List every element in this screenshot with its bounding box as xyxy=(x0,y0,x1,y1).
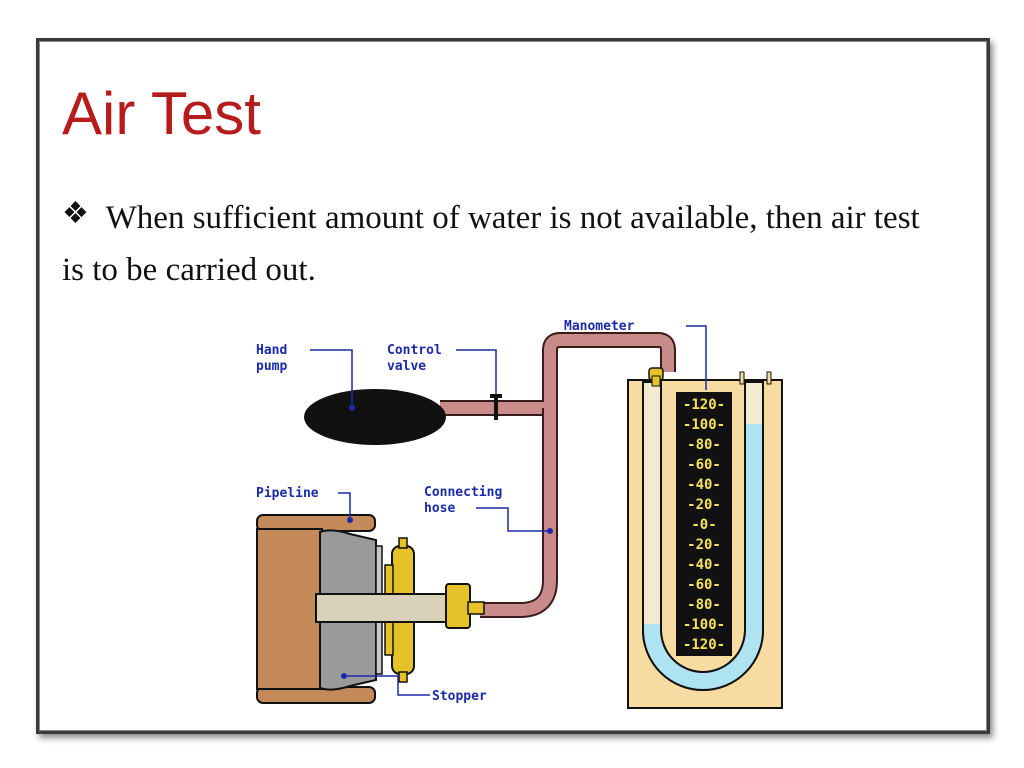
label-pipeline: Pipeline xyxy=(256,486,319,501)
scale-tick-label: -80- xyxy=(687,597,721,613)
scale-tick-label: -40- xyxy=(687,557,721,573)
control-valve-icon xyxy=(490,394,502,420)
bullet-text: When sufficient amount of water is not a… xyxy=(62,200,920,288)
scale-tick-label: -60- xyxy=(687,577,721,593)
scale-tick-label: -40- xyxy=(687,477,721,493)
stopper-shaft xyxy=(315,593,452,623)
label-hand-pump-1: Hand xyxy=(256,343,287,358)
label-control-valve-2: valve xyxy=(387,359,426,374)
scale-tick-label: -80- xyxy=(687,437,721,453)
scale-tick-label: -120- xyxy=(683,397,725,413)
label-connecting-hose-2: hose xyxy=(424,501,455,516)
label-stopper: Stopper xyxy=(432,689,487,704)
label-manometer: Manometer xyxy=(564,319,635,334)
scale-tick-label: -0- xyxy=(691,517,716,533)
manometer xyxy=(627,367,783,709)
scale-tick-label: -20- xyxy=(687,497,721,513)
scale-tick-label: -20- xyxy=(687,537,721,553)
slide-title: Air Test xyxy=(62,80,261,147)
bullet-point: ❖ When sufficient amount of water is not… xyxy=(62,192,942,296)
leader-lines xyxy=(310,325,707,696)
scale-tick-label: -100- xyxy=(683,617,725,633)
pipeline xyxy=(256,514,376,704)
leader-dots xyxy=(341,405,553,679)
label-connecting-hose-1: Connecting xyxy=(424,485,502,500)
hand-pump xyxy=(304,389,446,445)
scale-tick-label: -60- xyxy=(687,457,721,473)
connecting-hose xyxy=(440,332,676,618)
scale-tick-label: -120- xyxy=(683,637,725,653)
hose-nozzle xyxy=(445,583,485,629)
scale-tick-label: -100- xyxy=(683,417,725,433)
four-diamond-star-icon: ❖ xyxy=(62,197,89,230)
label-control-valve-1: Control xyxy=(387,343,442,358)
manometer-scale: -120- -100- -80- -60- -40- -20- -0- -20- -40- -60… xyxy=(683,397,725,653)
air-test-diagram: -120- -100- -80- -60- -40- -20- -0- -20- -40- -60… xyxy=(256,319,783,709)
label-hand-pump-2: pump xyxy=(256,359,287,374)
